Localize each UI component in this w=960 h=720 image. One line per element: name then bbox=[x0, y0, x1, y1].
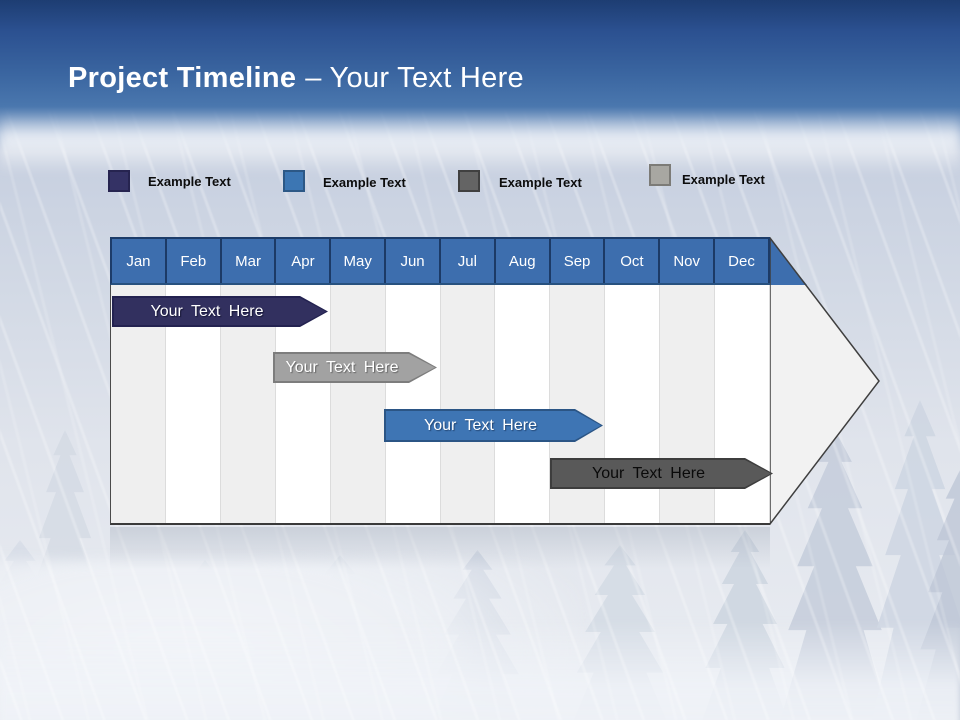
legend-label: Example Text bbox=[148, 174, 231, 189]
gantt-bar-fill bbox=[275, 354, 435, 381]
gantt-bar-fill bbox=[114, 298, 326, 325]
table-reflection bbox=[110, 527, 770, 569]
gantt-bar-navy: Your Text Here bbox=[112, 296, 328, 327]
gantt-bar-label: Your Text Here bbox=[285, 358, 399, 376]
gantt-bar-label: Your Text Here bbox=[592, 464, 705, 482]
month-header-row: Jan Feb Mar Apr May Jun Jul Aug Sep Oct … bbox=[110, 237, 770, 285]
legend-swatch-lightgray bbox=[649, 164, 671, 186]
gantt-bar-label: Your Text Here bbox=[424, 416, 537, 434]
grid-column bbox=[440, 285, 496, 523]
grid-column bbox=[276, 285, 331, 523]
grid-column bbox=[605, 285, 661, 523]
timeline-diagram: Jan Feb Mar Apr May Jun Jul Aug Sep Oct … bbox=[110, 237, 880, 525]
month-cell: Dec bbox=[715, 239, 770, 283]
slide-title: Project Timeline– Your Text Here bbox=[68, 62, 524, 95]
month-cell: Jul bbox=[441, 239, 496, 283]
legend-label: Example Text bbox=[323, 175, 406, 190]
grid-column bbox=[386, 285, 441, 523]
grid-column bbox=[715, 285, 771, 523]
legend-label: Example Text bbox=[682, 172, 765, 187]
month-cell: Jan bbox=[112, 239, 167, 283]
month-cell: May bbox=[331, 239, 387, 283]
slide-title-primary: Project Timeline bbox=[68, 62, 297, 94]
month-cell: Feb bbox=[167, 239, 222, 283]
legend-swatch-navy bbox=[108, 170, 130, 192]
month-cell: Mar bbox=[222, 239, 277, 283]
month-cell: Apr bbox=[276, 239, 332, 283]
gantt-bar-fill bbox=[552, 460, 771, 487]
gantt-bar-lightgray: Your Text Here bbox=[273, 352, 437, 383]
grid-column bbox=[495, 285, 551, 523]
slide-title-secondary: – Your Text Here bbox=[305, 62, 524, 94]
grid-column bbox=[330, 285, 386, 523]
month-cell: Aug bbox=[496, 239, 551, 283]
legend-swatch-darkgray bbox=[458, 170, 480, 192]
gantt-bar-label: Your Text Here bbox=[150, 302, 264, 320]
legend-label: Example Text bbox=[499, 175, 582, 190]
month-cell: Nov bbox=[660, 239, 716, 283]
grid-column bbox=[166, 285, 221, 523]
month-cell: Sep bbox=[551, 239, 606, 283]
month-cell: Oct bbox=[605, 239, 661, 283]
gantt-bar-darkgray: Your Text Here bbox=[550, 458, 773, 489]
gantt-bar-blue: Your Text Here bbox=[384, 409, 603, 442]
legend-swatch-blue bbox=[283, 170, 305, 192]
foreground-snow bbox=[0, 620, 960, 720]
gantt-bar-fill bbox=[386, 411, 601, 440]
cloud-fog-band bbox=[0, 112, 960, 174]
month-cell: Jun bbox=[386, 239, 441, 283]
